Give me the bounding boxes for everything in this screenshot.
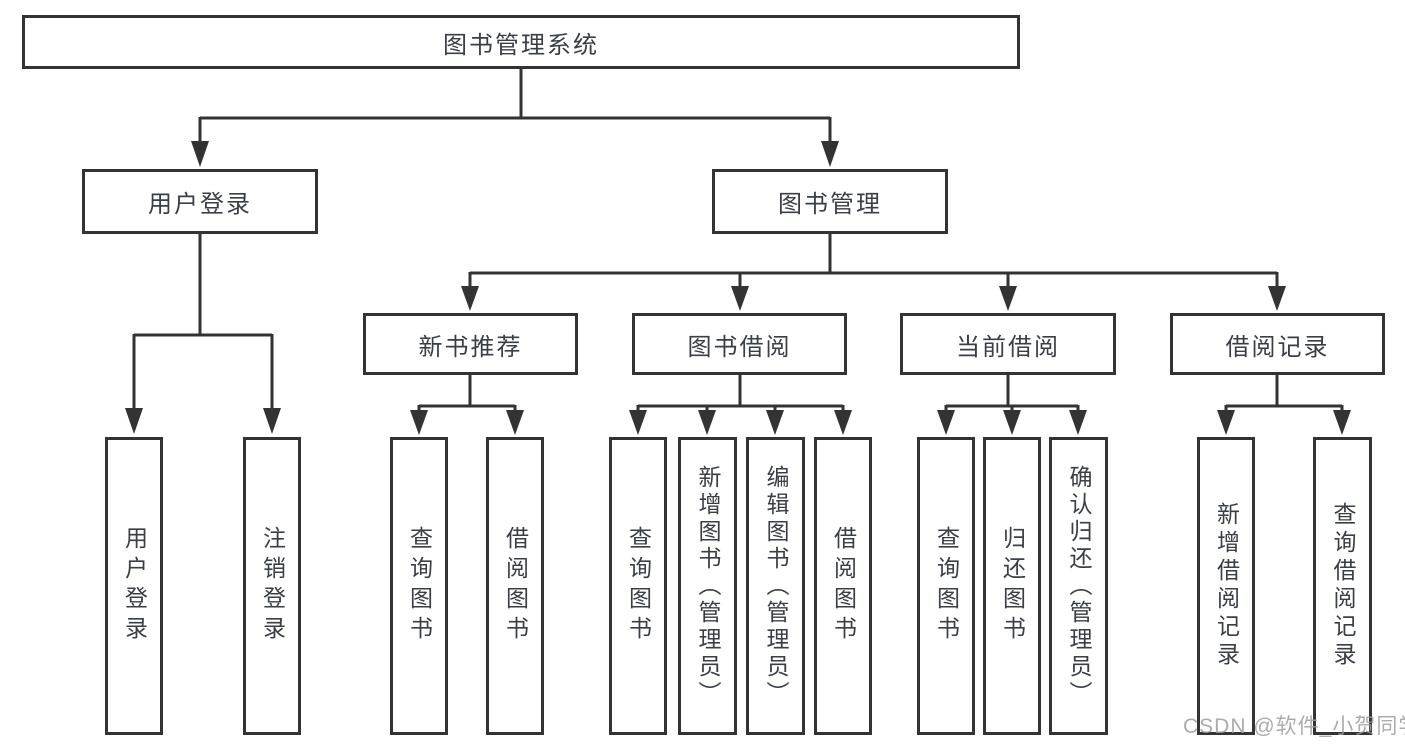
leaf-return-books: 归还图书 [983,437,1041,735]
leaf-query-books-borrow: 查询图书 [609,437,667,735]
leaf-user-login: 用户登录 [105,437,163,735]
leaf-logout: 注销登录 [243,437,301,735]
arrowheads [125,141,1351,435]
connector-level3-to-leaves [417,375,1344,412]
leaf-edit-books-admin: 编辑图书（管理员） [746,437,805,735]
node-user-login: 用户登录 [82,169,318,234]
connector-bookmgmt-to-level3 [468,234,1279,288]
leaf-query-borrow-record: 查询借阅记录 [1313,437,1372,735]
node-book-borrowing: 图书借阅 [632,313,847,375]
leaf-query-books-current: 查询图书 [917,437,975,735]
leaf-borrow-books: 借阅图书 [814,437,872,735]
connector-root-to-level2 [198,68,832,143]
node-borrowing-records: 借阅记录 [1170,313,1385,375]
leaf-borrow-books-recommend: 借阅图书 [486,437,544,735]
node-new-book-recommendation: 新书推荐 [363,313,578,375]
node-book-management: 图书管理 [712,169,948,234]
leaf-add-books-admin: 新增图书（管理员） [678,437,737,735]
node-library-management-system: 图书管理系统 [22,15,1020,69]
leaf-query-books-recommend: 查询图书 [390,437,448,735]
leaf-add-borrow-record: 新增借阅记录 [1197,437,1255,735]
watermark: CSDN @软件_小贺同学 [1183,715,1405,738]
leaf-confirm-return-admin: 确认归还（管理员） [1049,437,1108,735]
connector-userlogin-to-leaves [132,234,274,410]
node-current-borrowing: 当前借阅 [900,313,1116,375]
